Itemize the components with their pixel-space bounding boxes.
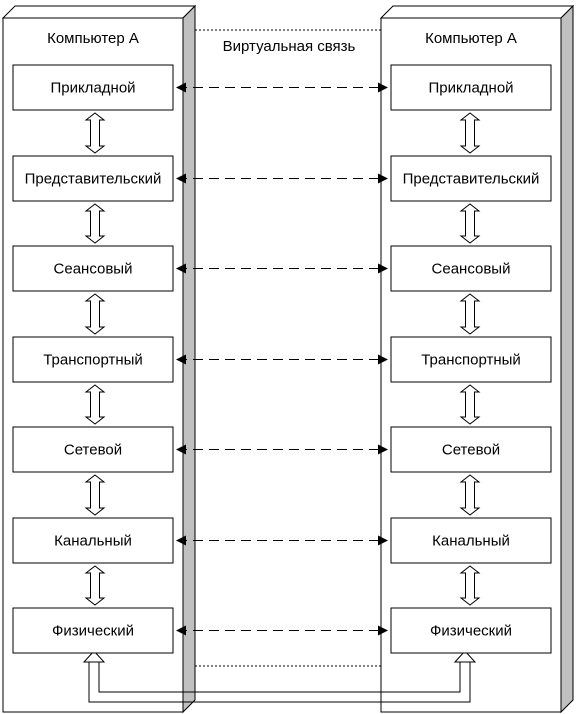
left-layer-label: Прикладной [50,80,135,97]
right-layer-label: Физический [430,623,512,640]
physical-right-arrowhead [453,650,477,663]
right-layer-label: Прикладной [428,80,513,97]
right-interface-arrow-shape-2 [459,293,481,335]
layers-left-stack: ПрикладнойПредставительскийСеансовыйТран… [12,64,174,654]
left-layer-box [12,64,174,111]
right-interface-arrow-2 [459,293,481,335]
computer-right-panel-top-face [379,5,575,19]
right-layer-box [390,64,552,111]
left-interface-arrow-0 [84,112,106,154]
right-layer-label: Сетевой [442,442,500,459]
right-layer-канальный: Канальный [390,517,552,564]
right-layer-label: Канальный [432,533,510,550]
vertical-interface-arrows [84,112,481,606]
left-layer-box [12,336,174,383]
right-interface-arrow-shape-0 [459,112,481,154]
right-layer-box [390,607,552,654]
right-interface-arrow-4 [459,474,481,516]
left-interface-arrow-shape-3 [84,384,106,425]
left-layer-label: Транспортный [43,352,143,369]
right-layer-физический: Физический [390,607,552,654]
physical-medium-connection-inner [98,658,461,693]
right-interface-arrow-1 [459,203,481,244]
computer-left-panel-top-face [1,5,197,19]
right-interface-arrow-shape-1 [459,203,481,244]
left-layer-label: Сеансовый [54,261,133,278]
left-interface-arrow-shape-0 [84,112,106,154]
right-layer-представительский: Представительский [390,155,552,202]
right-layer-box [390,336,552,383]
right-layer-box [390,155,552,202]
right-layer-сеансовый: Сеансовый [390,245,552,292]
computer-left-title: Компьютер А [47,30,139,47]
right-layer-label: Транспортный [421,352,521,369]
left-interface-arrow-2 [84,293,106,335]
left-layer-label: Физический [52,623,134,640]
left-interface-arrow-shape-2 [84,293,106,335]
computer-right-panel-side-face [560,4,574,714]
left-interface-arrow-5 [84,565,106,606]
right-layer-прикладной: Прикладной [390,64,552,111]
left-layer-прикладной: Прикладной [12,64,174,111]
left-layer-box [12,426,174,473]
left-interface-arrow-3 [84,384,106,425]
left-layer-физический: Физический [12,607,174,654]
layers-right-stack: ПрикладнойПредставительскийСеансовыйТран… [390,64,552,654]
left-layer-сетевой: Сетевой [12,426,174,473]
right-layer-label: Сеансовый [432,261,511,278]
left-layer-транспортный: Транспортный [12,336,174,383]
left-layer-label: Канальный [54,533,132,550]
right-layer-box [390,245,552,292]
left-interface-arrow-shape-4 [84,474,106,516]
left-layer-label: Представительский [25,171,162,188]
left-layer-сеансовый: Сеансовый [12,245,174,292]
left-layer-box [12,607,174,654]
right-layer-label: Представительский [403,171,540,188]
left-interface-arrow-shape-1 [84,203,106,244]
left-layer-label: Сетевой [64,442,122,459]
computer-right-title: Компьютер А [425,30,517,47]
right-interface-arrow-shape-4 [459,474,481,516]
right-interface-arrow-shape-3 [459,384,481,425]
right-layer-сетевой: Сетевой [390,426,552,473]
physical-medium-connection [88,658,471,703]
right-layer-box [390,517,552,564]
right-layer-box [390,426,552,473]
left-interface-arrow-4 [84,474,106,516]
virtual-link-frame [174,29,391,667]
left-layer-канальный: Канальный [12,517,174,564]
right-interface-arrow-5 [459,565,481,606]
left-interface-arrow-1 [84,203,106,244]
left-layer-представительский: Представительский [12,155,174,202]
right-interface-arrow-0 [459,112,481,154]
right-interface-arrow-3 [459,384,481,425]
virtual-link-arrows [176,82,388,636]
virtual-link-label: Виртуальная связь [223,38,356,55]
physical-left-arrowhead [82,650,106,663]
left-layer-box [12,245,174,292]
left-layer-box [12,517,174,564]
left-interface-arrow-shape-5 [84,565,106,606]
right-layer-транспортный: Транспортный [390,336,552,383]
left-layer-box [12,155,174,202]
right-interface-arrow-shape-5 [459,565,481,606]
